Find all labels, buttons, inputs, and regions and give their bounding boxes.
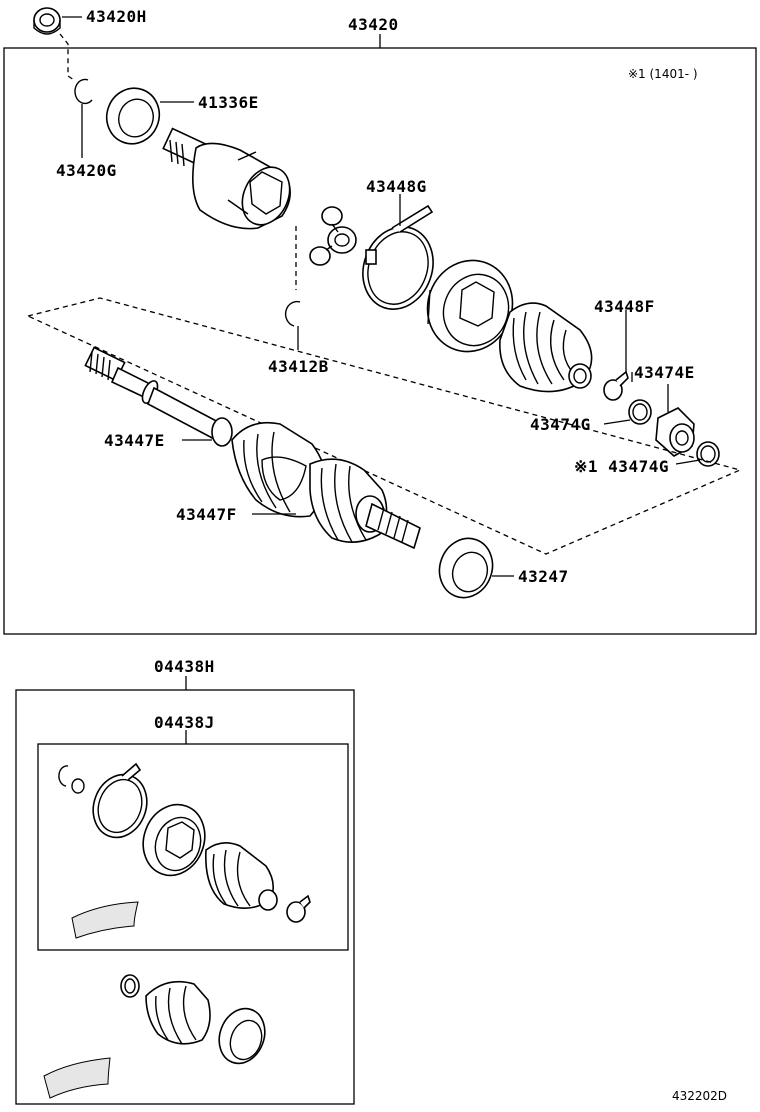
snap-ring-icon: [74, 78, 93, 105]
outer-cv-joint-icon: [231, 421, 421, 550]
label-43447E: 43447E: [104, 431, 165, 450]
label-43474E: 43474E: [634, 363, 695, 382]
damper-clamp-icon: [628, 399, 652, 425]
label-04438J: 04438J: [154, 713, 215, 732]
kit-small-clamp-icon: [286, 894, 311, 923]
subassembly-outline: [27, 297, 742, 555]
label-43447F: 43447F: [176, 505, 237, 524]
damper-icon: [655, 407, 695, 457]
inner-boot-clamp-icon: [362, 204, 434, 310]
label-43448F: 43448F: [594, 297, 655, 316]
outer-joint-clamp-icon: [211, 417, 233, 447]
kit-inner-boot-icon: [142, 803, 206, 877]
outer-boot-clamp-icon: [603, 370, 629, 401]
tripod-icon: [309, 206, 357, 266]
label-43474G-alt: ※1 43474G: [574, 457, 669, 476]
kit-clamp-band-icon: [92, 762, 148, 839]
kit-grease-packet-2-icon: [43, 1057, 111, 1099]
diagram-code: 432202D: [672, 1089, 727, 1103]
kit-outer-joint-boot-icon: [145, 980, 211, 1045]
label-43420G: 43420G: [56, 161, 117, 180]
label-04438H: 04438H: [154, 657, 215, 676]
inner-joint-housing-icon: [162, 127, 291, 230]
kit-snap-ring-icon: [58, 765, 85, 794]
kit-outer-seal-icon: [218, 1007, 266, 1065]
outer-boot-icon: [499, 302, 593, 393]
boot-kit-frame: [15, 689, 355, 1105]
kit-grease-packet-icon: [71, 901, 139, 939]
inner-ring-kit-icon: [33, 7, 61, 35]
dust-seal-icon: [105, 87, 161, 145]
label-43448G: 43448G: [366, 177, 427, 196]
kit-outer-ring-icon: [120, 974, 140, 998]
label-43420: 43420: [348, 15, 399, 34]
label-43412B: 43412B: [268, 357, 329, 376]
label-41336E: 41336E: [198, 93, 259, 112]
outer-seal-icon: [438, 537, 494, 599]
inner-kit-frame: [37, 743, 349, 951]
inner-boot-icon: [426, 259, 514, 353]
label-43474G: 43474G: [530, 415, 591, 434]
damper-clamp-alt-icon: [696, 441, 720, 467]
note-text: ※1 (1401- ): [628, 67, 698, 81]
label-43420H: 43420H: [86, 7, 147, 26]
kit-outer-boot-icon: [205, 842, 278, 911]
label-43247: 43247: [518, 567, 569, 586]
tripod-snap-ring-icon: [284, 300, 301, 327]
drive-shaft-icon: [84, 346, 223, 442]
